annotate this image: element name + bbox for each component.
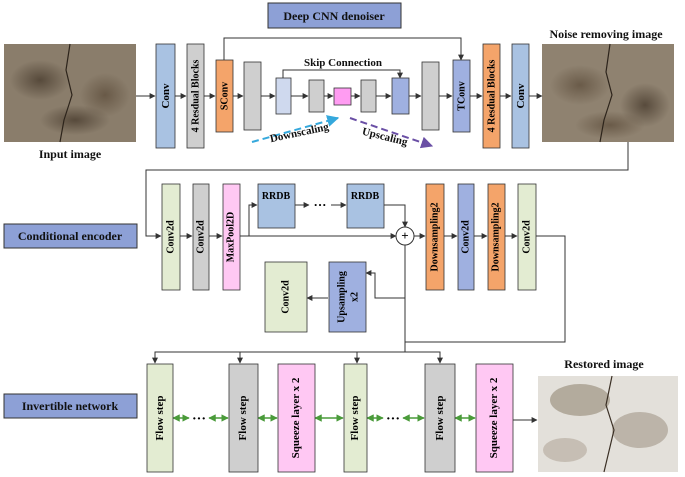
conv-right-label: Conv [515,83,527,109]
skip-connection-label: Skip Connection [304,57,382,69]
encoder-conv2d-4-label: Conv2d [522,220,533,254]
noise-removing-caption: Noise removing image [549,27,663,41]
maxpool-label: MaxPool2D [226,212,237,263]
upsampling-label-2: x2 [350,292,361,302]
svg-text:Deep CNN denoiser: Deep CNN denoiser [283,9,385,23]
squeeze-layer-2 [475,363,514,473]
conv-block-left [155,43,176,149]
flow-step-1-label: Flow step [154,396,166,441]
flow-step-1 [146,363,174,473]
rrdb-2-label: RRDB [351,191,380,202]
up-block-2 [391,77,410,115]
invertible-connectors [152,342,538,423]
flow-step-3 [343,363,368,473]
flow-step-4 [424,363,456,473]
residual-blocks-right [482,43,501,149]
upsample-conv2d-label: Conv2d [281,280,292,314]
rrdb-block-2 [346,183,385,229]
down-block-2 [275,77,292,115]
conv-left-label: Conv [160,83,172,109]
conv-block-right [511,43,530,149]
squeeze-layer-1-label: Squeeze layer x 2 [290,377,302,458]
upsample-conv2d-block [264,261,308,333]
flow-step-2 [228,363,259,473]
invertible-ellipsis-2: ··· [386,412,400,427]
down-block-3 [308,79,325,113]
sconv-label: SConv [220,82,231,110]
flow-step-2-label: Flow step [237,396,249,441]
restored-caption: Restored image [564,357,644,371]
flow-step-4-label: Flow step [434,396,446,441]
residual-left-label: 4 Resdual Blocks [191,59,202,132]
up-block-1 [360,79,377,113]
downsampling-block-1 [425,183,445,291]
residual-blocks-left [186,43,205,149]
sconv-block [215,59,234,133]
title-deep-cnn-denoiser: Deep CNN denoiser [267,2,402,29]
encoder-conv2d-2 [192,183,210,291]
encoder-conv2d-1 [161,183,181,291]
noise-removing-image [542,43,674,143]
squeeze-layer-1 [277,363,316,473]
downscaling-label: Downscaling [269,121,331,145]
downsampling-1-label: Downsampling2 [430,203,441,272]
input-image-caption: Input image [39,147,102,161]
svg-text:Invertible network: Invertible network [22,399,119,413]
upsampling-label-1: Upsampling [337,271,348,323]
sum-symbol: + [401,228,408,243]
rrdb-1-label: RRDB [262,191,291,202]
up-block-3 [421,61,440,131]
title-conditional-encoder: Conditional encoder [3,223,138,249]
tconv-block [452,59,471,133]
downscaling-arrow [251,115,340,143]
denoiser-connectors [136,37,543,99]
encoder-conv2d-3 [457,183,475,291]
encoder-conv2d-3-label: Conv2d [461,220,472,254]
residual-right-label: 4 Resdual Blocks [487,59,498,132]
encoder-conv2d-4 [517,183,537,291]
sum-node [395,226,415,246]
maxpool-block [222,183,241,291]
downsampling-2-label: Downsampling2 [491,203,502,272]
down-block-1 [243,61,262,131]
encoder-conv2d-1-label: Conv2d [166,220,177,254]
restored-image [538,375,678,473]
rrdb-ellipsis: ··· [313,197,326,212]
encoder-conv2d-2-label: Conv2d [196,220,207,254]
flow-step-3-label: Flow step [349,396,361,441]
rrdb-block-1 [257,183,296,229]
bottleneck-block [333,87,352,106]
encoder-connectors [145,142,629,343]
squeeze-layer-2-label: Squeeze layer x 2 [488,377,500,458]
svg-text:Conditional encoder: Conditional encoder [18,229,123,243]
tconv-label: TConv [457,81,468,110]
title-invertible-network: Invertible network [3,393,138,419]
invertible-ellipsis-1: ··· [192,412,206,427]
upscaling-arrow [349,117,434,149]
upsampling-block [328,261,367,333]
input-image [4,43,136,143]
downsampling-block-2 [487,183,506,291]
